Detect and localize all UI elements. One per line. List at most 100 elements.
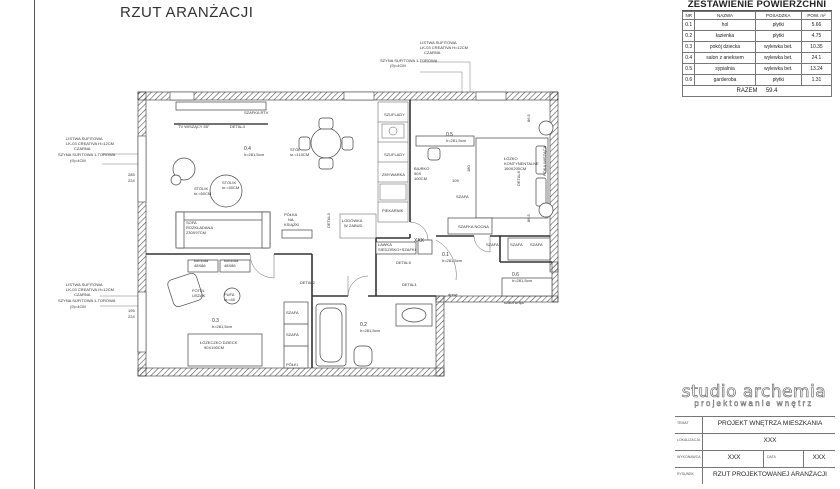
title-block-divider	[763, 451, 764, 467]
label-room-02-h: h=281,5cm	[360, 328, 381, 333]
label-komoda-2: komoda	[224, 258, 239, 263]
title-block-key: WYKONAWCA	[677, 455, 701, 459]
label-sofa: SOFA	[186, 220, 197, 225]
label-sofa-type: ROZKŁADANA	[186, 225, 213, 230]
label-szyna-left-2: SZYNA SUFITOWA 1-TOROWA	[58, 298, 116, 303]
label-stolik2-dim: śr.=40CM	[222, 185, 239, 190]
room-area-table: ZESTAWIENIE POWIERZCHNI NR NAZWA POSADZK…	[681, 0, 833, 97]
label-komoda-1: komoda	[194, 258, 209, 263]
label-lodowka-zab: W ZABUD.	[344, 223, 364, 228]
label-lozko: ŁÓŻKO	[504, 156, 518, 161]
interior-walls	[146, 100, 552, 368]
label-listwa-left-2-color: CZARNA	[74, 292, 91, 297]
label-xxx: XXX	[414, 238, 425, 244]
label-room-06: 0.6	[512, 272, 519, 278]
label-szyna-left-1: SZYNA SUFITOWA 1-TOROWA	[58, 152, 116, 157]
title-block-divider	[702, 468, 703, 484]
room-table-heading: ZESTAWIENIE POWIERZCHNI	[682, 0, 832, 11]
label-lozeczko: ŁÓŻECZKO DZIECK	[200, 340, 238, 345]
title-block-value-date: XXX	[812, 454, 826, 461]
title-block-key-date: DATA	[767, 455, 776, 459]
label-szyna-left-1-dim: (9)=4CM	[70, 158, 86, 163]
label-room-03-h: h=281,5cm	[212, 324, 233, 329]
label-listwa-left-1: LISTWA SUFITOWA	[66, 136, 103, 141]
table-row: 0.1 hol płytki 5.66	[681, 19, 833, 31]
table-row: 0.4 salon z aneksem wylewka bet. 24.1	[681, 52, 833, 64]
label-stol: STÓŁ	[290, 147, 301, 152]
label-szyna-left-2-dim: (9)=4CM	[70, 304, 86, 309]
label-szafka-nocna: SZAFKA NOCNA	[458, 224, 489, 229]
drawing-title: RZUT ARANŻACJI	[120, 4, 254, 21]
title-block-divider	[702, 451, 703, 467]
label-detal2: DETAL2	[300, 280, 316, 285]
living-furniture	[170, 101, 313, 249]
label-komoda-2-dim: 48X86	[224, 263, 236, 268]
title-block-row: RYSUNEK RZUT PROJEKTOWANEJ ARANŻACJI	[675, 467, 835, 484]
label-szafa-1: SZAFA	[456, 194, 469, 199]
label-detal1: DETAL1	[402, 282, 418, 287]
title-block-row: TEMAT PROJEKT WNĘTRZA MIESZKANIA	[675, 416, 835, 433]
label-room-06-h: h=281,5cm	[512, 278, 533, 283]
label-szyna-top-dim: (9)=4CM	[390, 63, 406, 68]
title-block-value: XXX	[763, 437, 777, 444]
label-detal6: DETAL6	[516, 170, 521, 186]
label-detal3: DETAL3	[326, 212, 331, 228]
table-total-row: RAZEM 59.4	[682, 85, 832, 97]
title-block-row: WYKONAWCA XXX DATA XXX	[675, 450, 835, 467]
label-listwa-left-1-type: LK-03 CREATIVA H=12CM	[66, 141, 114, 146]
label-listwa-top: LISTWA SUFITOWA	[420, 40, 457, 45]
title-block-divider	[702, 417, 703, 433]
label-fotel-type: USZAK	[192, 293, 206, 298]
label-szafa-2: SZAFA	[486, 242, 499, 247]
label-dim-180: 180	[466, 165, 471, 172]
label-szafa-6: SZAFA	[286, 332, 299, 337]
studio-logo-tagline: projektowanie wnętrz	[694, 399, 814, 408]
total-cell: RAZEM 59.4	[682, 85, 832, 97]
label-biurko: BIURKO	[414, 166, 429, 171]
label-lodowka: LODÓWKA	[342, 218, 363, 223]
room-area: 24.1	[800, 52, 833, 64]
label-fotel: FOTEL	[192, 288, 206, 293]
label-room-01: 0.1	[442, 252, 449, 258]
label-komoda-1-dim: 48X86	[194, 263, 206, 268]
table-row: 0.2 łazienka płytki 4.75	[681, 30, 833, 42]
label-szafa-wneka: szafa wnęk	[504, 300, 524, 305]
label-lozko-dim: 160X200CM	[504, 166, 526, 171]
label-poka: POKA WISZĄCA	[542, 145, 547, 176]
total-label: RAZEM	[736, 88, 758, 94]
label-room-04-h: h=281,5cm	[244, 152, 265, 157]
studio-logo: studio archemia projektowanie wnętrz	[676, 382, 832, 409]
sheet-frame	[34, 0, 840, 489]
label-dim-86a: 86.5	[526, 113, 531, 122]
label-room-05-h: h=281,5cm	[446, 138, 467, 143]
title-block: TEMAT PROJEKT WNĘTRZA MIESZKANIA LOKALIZ…	[675, 416, 835, 484]
title-block-key: TEMAT	[677, 421, 689, 425]
label-polka-na: NA	[288, 217, 294, 222]
label-lozko-type: KONTYNENTALNE	[504, 161, 539, 166]
label-pufa: PUFA	[224, 292, 235, 297]
label-szafa-5: SZAFA	[286, 310, 299, 315]
label-szyna-top: SZYNA SUFITOWA 1-TOROWA	[380, 58, 438, 63]
label-szafa-4: SZAFA	[530, 242, 543, 247]
label-stolik: STOLIK	[194, 186, 208, 191]
room-table-grid: NR NAZWA POSADZKA POW. m² 0.1 hol płytki…	[681, 11, 833, 97]
bathroom-fixtures	[315, 303, 433, 367]
label-dim-285: 285	[128, 172, 135, 177]
callout-lines	[100, 61, 471, 307]
bedroom-furniture	[415, 120, 554, 297]
title-block-key: RYSUNEK	[677, 472, 694, 476]
title-block-value: PROJEKT WNĘTRZA MIESZKANIA	[717, 420, 823, 427]
label-lawka-desc: SIEDZISKO+SZAFKI	[378, 247, 416, 252]
label-dim-224b: 224	[128, 314, 135, 319]
label-lawka: ŁAWKA	[378, 242, 392, 247]
label-szuflady-2: SZUFLADY	[384, 152, 405, 157]
label-biurko-w: 50X	[414, 171, 421, 176]
label-dim-195: 195	[128, 308, 135, 313]
table-row: 0.6 garderoba płytki 1.31	[681, 74, 833, 86]
label-stol-dim: śr.=110CM	[290, 152, 309, 157]
title-block-divider	[803, 451, 804, 467]
label-zmywarka: ZMYWARKA	[382, 172, 405, 177]
title-block-row: LOKALIZACJA XXX	[675, 433, 835, 450]
label-detal4: DETAL4	[230, 124, 246, 129]
